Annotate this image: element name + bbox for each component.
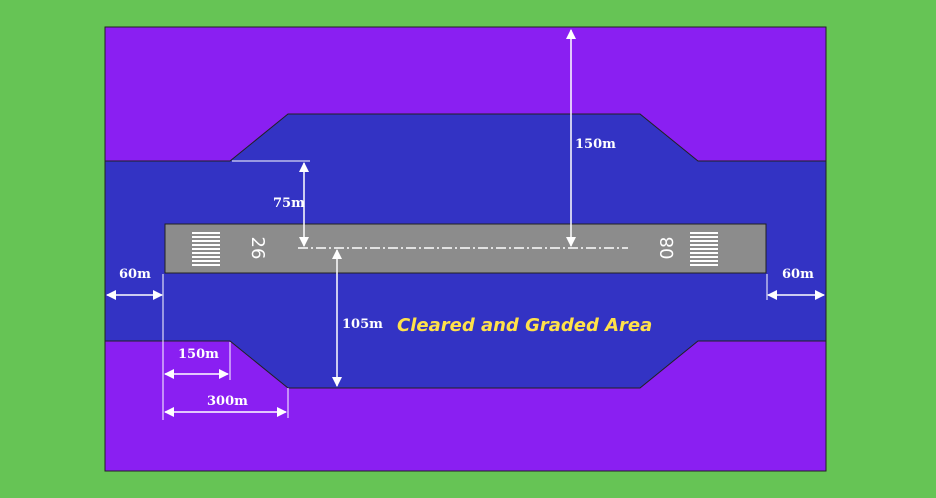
dimension-label-right-60: 60m: [782, 267, 814, 282]
runway-designator-right: 08: [657, 237, 678, 260]
threshold-marking-left: [192, 232, 220, 266]
dimension-label-150: 150m: [575, 137, 616, 152]
dimension-label-left-60: 60m: [119, 267, 151, 282]
dimension-label-105: 105m: [342, 317, 383, 332]
runway-designator-left: 26: [247, 237, 268, 260]
dimension-label-75: 75m: [273, 196, 305, 211]
dimension-label-taper-150: 150m: [178, 347, 219, 362]
dimension-label-taper-300: 300m: [207, 394, 248, 409]
cleared-graded-area-label: Cleared and Graded Area: [397, 315, 652, 336]
threshold-marking-right: [690, 232, 718, 266]
